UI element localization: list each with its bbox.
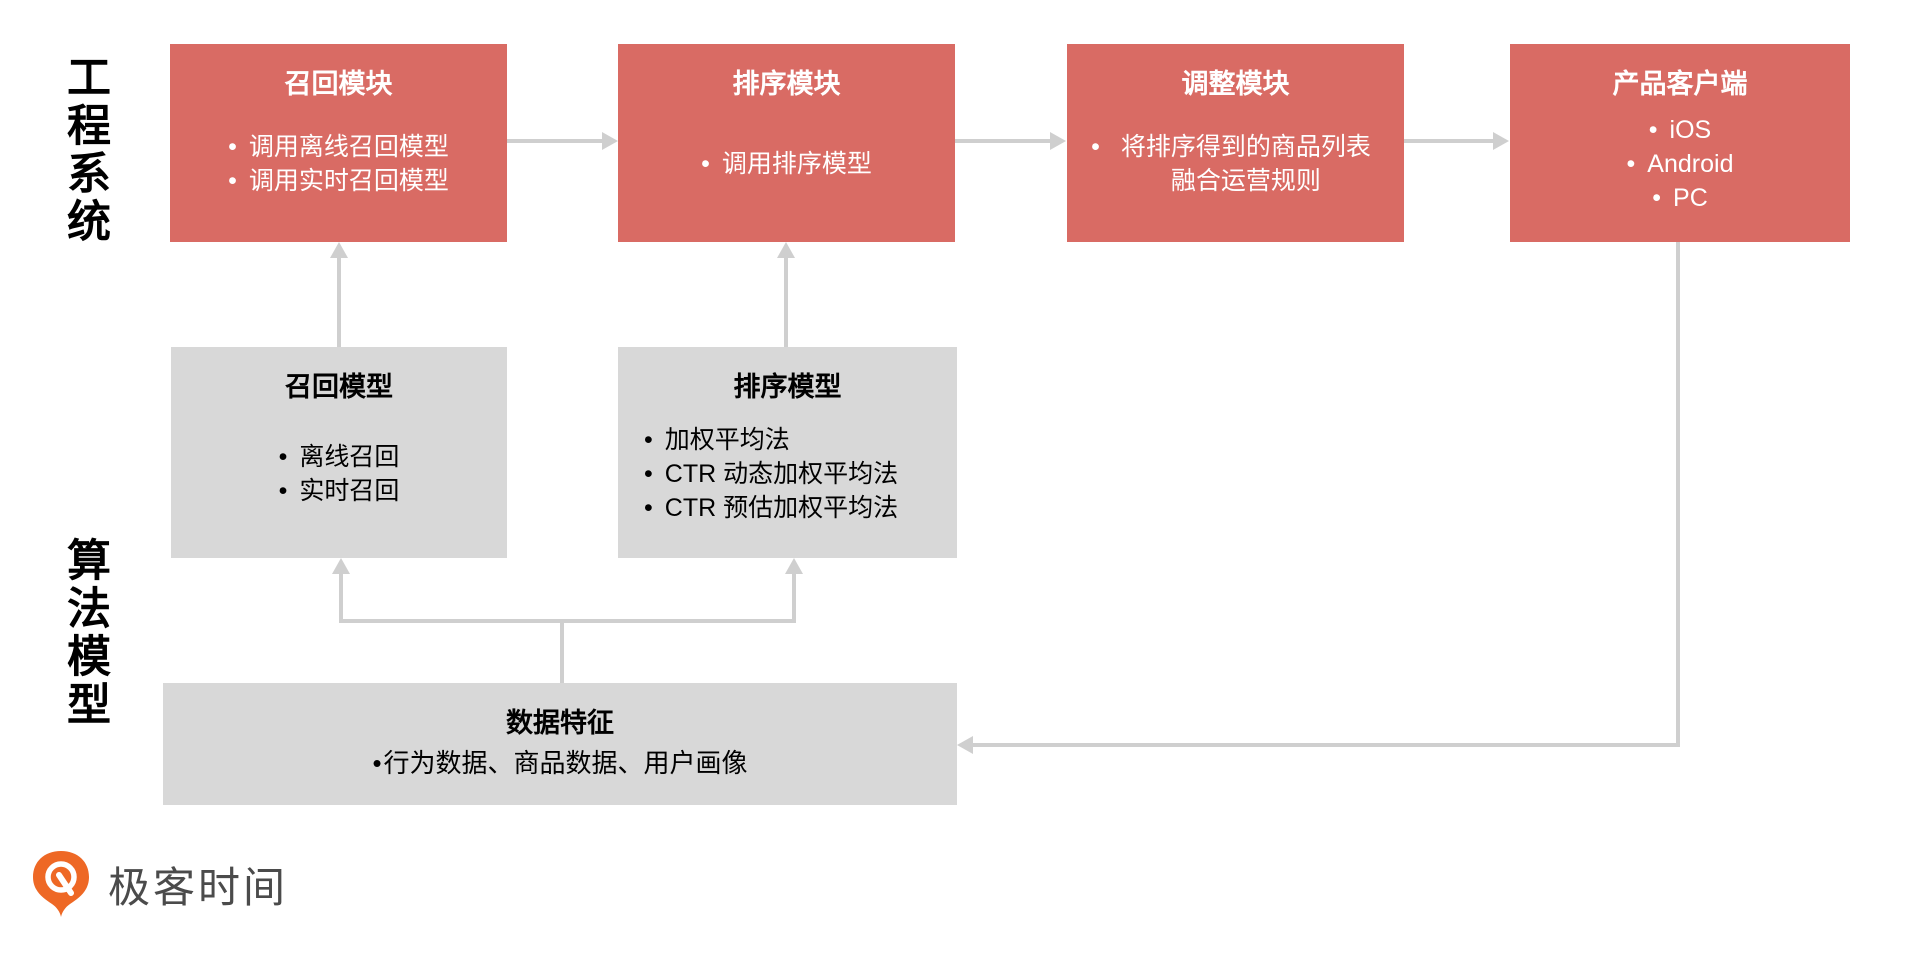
model-items-rank: • 加权平均法 • CTR 动态加权平均法 • CTR 预估加权平均法 — [618, 403, 957, 544]
bullet-icon: • — [644, 493, 653, 522]
bullet-icon: • — [1626, 150, 1636, 179]
module-box-rank: 排序模块 • 调用排序模型 — [618, 44, 955, 242]
module-title-recall: 召回模块 — [284, 69, 393, 99]
model-box-recall: 召回模型 • 离线召回 • 实时召回 — [171, 347, 507, 558]
bullet-icon: • — [1648, 116, 1658, 145]
list-item: • 加权平均法 — [644, 423, 790, 457]
module-box-adjust: 调整模块 • 将排序得到的商品列表融合运营规则 — [1067, 44, 1404, 242]
list-item: • CTR 预估加权平均法 — [644, 491, 898, 525]
model-box-rank: 排序模型 • 加权平均法 • CTR 动态加权平均法 • CTR 预估加权平均法 — [618, 347, 957, 558]
bullet-icon: • — [644, 459, 653, 488]
bullet-icon: • — [1652, 184, 1662, 213]
module-items-recall: • 调用离线召回模型 • 调用实时召回模型 — [170, 100, 507, 228]
list-item: • PC — [1652, 181, 1708, 215]
side-label-algorithm-model: 算法模型 — [60, 537, 109, 729]
module-items-adjust: • 将排序得到的商品列表融合运营规则 — [1067, 100, 1404, 228]
bullet-icon: • — [228, 167, 237, 196]
geektime-logo: 极客时间 — [28, 848, 288, 920]
list-item: • 离线召回 — [279, 440, 400, 474]
module-title-adjust: 调整模块 — [1181, 69, 1290, 99]
module-title-rank: 排序模块 — [732, 69, 841, 99]
module-title-client: 产品客户端 — [1612, 69, 1748, 99]
list-item: • 调用排序模型 — [701, 147, 872, 181]
model-items-recall: • 离线召回 • 实时召回 — [171, 403, 507, 544]
module-box-client: 产品客户端 • iOS • Android • PC — [1510, 44, 1850, 242]
module-items-rank: • 调用排序模型 — [618, 100, 955, 228]
bullet-icon: • — [228, 133, 237, 162]
bullet-icon: • — [701, 150, 710, 179]
model-title-rank: 排序模型 — [733, 372, 842, 402]
list-item: • iOS — [1649, 113, 1711, 147]
list-item: • 调用离线召回模型 — [228, 130, 449, 164]
list-item: • CTR 动态加权平均法 — [644, 457, 898, 491]
module-box-recall: 召回模块 • 调用离线召回模型 • 调用实时召回模型 — [170, 44, 507, 242]
data-features-title: 数据特征 — [506, 708, 614, 738]
data-features-box: 数据特征 • 行为数据、商品数据、用户画像 — [163, 683, 957, 805]
bullet-icon: • — [372, 748, 382, 778]
bullet-icon: • — [278, 442, 288, 471]
bullet-icon: • — [1091, 133, 1100, 162]
side-label-engineering-system: 工程系统 — [60, 54, 109, 246]
data-features-items: • 行为数据、商品数据、用户画像 — [372, 746, 747, 780]
list-item: • 将排序得到的商品列表融合运营规则 — [1091, 130, 1380, 198]
geektime-logo-text: 极客时间 — [108, 863, 289, 911]
bullet-icon: • — [278, 476, 288, 505]
bullet-icon: • — [644, 425, 653, 454]
module-items-client: • iOS • Android • PC — [1510, 100, 1850, 228]
list-item: • 实时召回 — [279, 474, 400, 508]
list-item: • Android — [1627, 147, 1734, 181]
list-item: • 行为数据、商品数据、用户画像 — [372, 748, 748, 778]
list-item: • 调用实时召回模型 — [228, 164, 449, 198]
model-title-recall: 召回模型 — [285, 372, 393, 402]
geektime-logo-icon — [33, 851, 89, 917]
